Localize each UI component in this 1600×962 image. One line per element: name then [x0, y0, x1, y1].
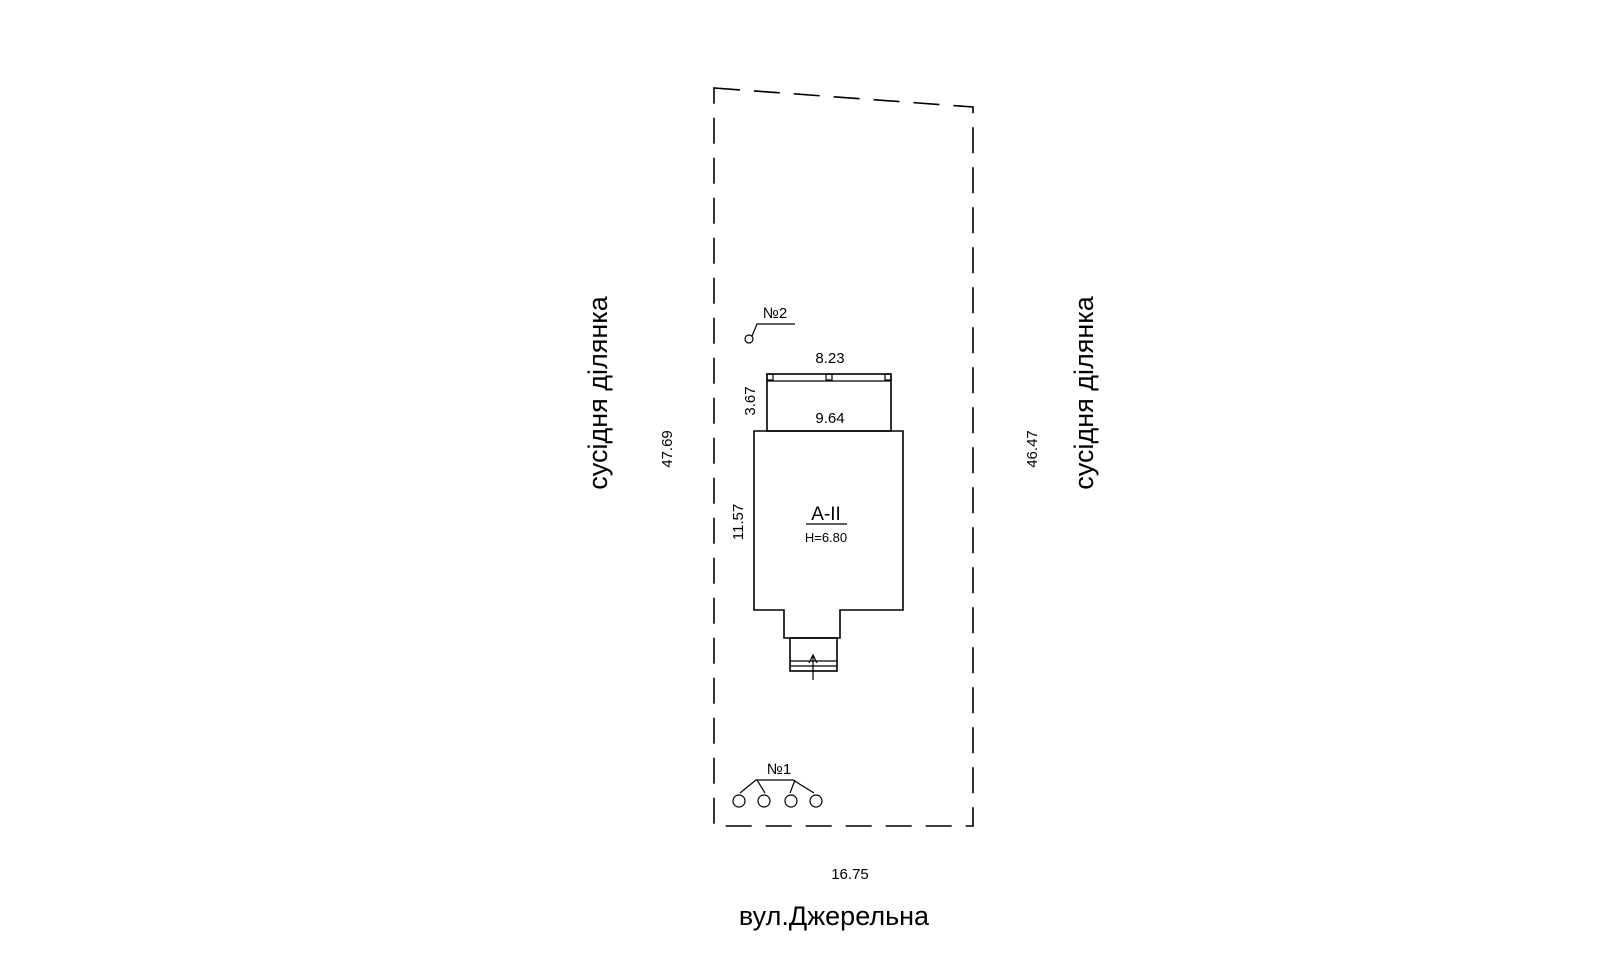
dim-terrace-side: 3.67 — [742, 386, 759, 415]
marker-1-symbol — [732, 779, 823, 808]
dim-bottom-boundary: 16.75 — [831, 866, 869, 883]
dim-terrace-top: 8.23 — [815, 350, 844, 367]
house-outline — [753, 430, 904, 639]
marker-2-label: №2 — [763, 305, 787, 322]
dim-left-boundary: 47.69 — [659, 430, 676, 468]
building-height: Н=6.80 — [805, 530, 847, 545]
dim-terrace-bottom: 9.64 — [815, 410, 844, 427]
dim-house-side: 11.57 — [730, 504, 747, 540]
neighbor-left-label: сусідня ділянка — [583, 295, 613, 489]
marker-1-label: №1 — [767, 761, 791, 778]
neighbor-right-label: сусідня ділянка — [1069, 295, 1099, 489]
marker-2-symbol — [744, 323, 795, 344]
building-code: А-ІІ — [811, 504, 841, 525]
entrance-arrow-icon — [808, 653, 818, 680]
dim-right-boundary: 46.47 — [1024, 430, 1041, 468]
street-label: вул.Джерельна — [739, 901, 930, 931]
site-boundary — [713, 87, 974, 827]
